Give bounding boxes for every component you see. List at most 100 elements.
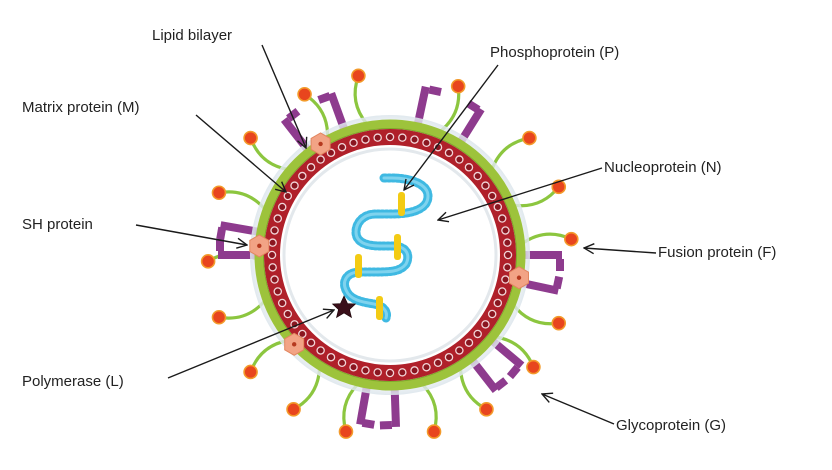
glycoprotein-head [479,402,494,417]
fusion-protein-head [317,92,332,104]
matrix-protein-dot [268,263,277,272]
fusion-protein-stem [219,221,261,237]
labels: Lipid bilayer Phosphoprotein (P) Matrix … [22,27,776,434]
matrix-protein-dot [337,142,347,152]
matrix-protein-dot [290,181,299,190]
matrix-protein-dot [361,135,370,144]
fusion-protein [216,221,261,240]
glycoprotein-stalk [353,74,369,126]
matrix-protein-dot [283,191,293,201]
glycoprotein-head [351,68,366,84]
glycoprotein-head [338,424,354,439]
matrix-protein-dot [481,320,490,329]
matrix-protein-dot [316,346,325,355]
glycoprotein-stalk [248,136,290,172]
matrix-protein-dot [497,214,507,223]
arrow-phosphoprotein [404,64,499,190]
matrix-protein-dot [503,263,512,272]
label-lipid-bilayer: Lipid bilayer [152,27,232,44]
fusion-protein [216,239,258,259]
phosphoprotein-3 [355,254,362,278]
fusion-protein-stem [218,251,258,259]
sh-protein-group [249,132,529,356]
matrix-protein-dot [501,226,510,235]
matrix-protein-dot [410,135,419,144]
polymerase-star [331,295,357,319]
label-glycoprotein: Glycoprotein (G) [616,417,726,434]
fusion-protein [522,251,564,271]
fusion-protein-stem [356,384,372,426]
glycoprotein-head [551,179,567,195]
matrix-protein-dot [433,142,443,152]
phosphoprotein-1 [398,192,405,216]
virion-envelope [250,115,530,395]
fusion-protein-stem [456,107,485,146]
fusion-protein-head [286,108,301,122]
matrix-protein-dot [503,238,512,247]
matrix-protein-dot [326,352,336,362]
fusion-protein-stem [468,356,500,394]
leader-lines [135,44,657,425]
fusion-protein-head [428,85,442,96]
fusion-protein-stem [390,386,401,428]
matrix-protein-dot [273,214,283,223]
fusion-protein-head [556,259,564,271]
matrix-protein-dot [349,362,358,372]
virion-interior [281,146,499,364]
fusion-protein-stem [522,251,562,259]
glycoprotein-head [564,231,579,247]
glycoprotein-head [211,185,227,201]
matrix-protein-dot [487,191,497,201]
matrix-protein-dot [316,155,325,164]
arrow-polymerase [167,310,334,379]
label-fusion-protein: Fusion protein (F) [658,244,776,261]
fusion-protein-head [493,377,509,391]
glycoprotein-head [551,315,567,331]
glycoprotein-head [297,87,312,102]
sh-protein-core [318,141,323,147]
glycoprotein-head [522,130,537,146]
matrix-protein-dot [273,287,283,296]
glycoprotein-head [243,130,258,146]
matrix-protein-dot [398,133,407,142]
matrix-protein-dot [433,358,443,368]
matrix-protein-dot [385,368,395,378]
fusion-protein [356,384,375,429]
glycoprotein-head [211,309,227,325]
fusion-protein-head [552,275,564,290]
matrix-protein-dot [373,368,382,377]
fusion-protein-head [379,421,393,430]
matrix-protein-dot [422,138,431,148]
arrow-fusion-protein [584,248,657,253]
matrix-protein-dot [267,250,277,260]
matrix-protein-dot [473,329,482,339]
glycoprotein-head [526,359,541,375]
matrix-protein-dot [270,275,279,284]
label-phosphoprotein: Phosphoprotein (P) [490,44,619,61]
label-polymerase: Polymerase (L) [22,373,124,390]
nucleocapsid [331,173,433,323]
matrix-protein-dot [455,155,464,164]
matrix-protein-dot [444,148,454,158]
matrix-protein-dot [373,133,382,142]
arrow-matrix-protein [195,114,286,192]
matrix-protein-dot [493,298,503,308]
glycoprotein-head [286,402,301,417]
label-sh-protein: SH protein [22,216,93,233]
label-nucleoprotein: Nucleoprotein (N) [604,159,722,176]
matrix-protein-dot [385,132,395,142]
sh-protein-core [291,342,297,347]
glycoprotein-stalk [511,185,561,208]
matrix-protein-dot [326,148,336,158]
fusion-protein-head [216,239,224,251]
label-matrix-protein: Matrix protein (M) [22,99,140,116]
matrix-protein-dot [501,275,510,284]
fusion-protein [317,92,349,133]
matrix-protein-dot [277,298,287,308]
matrix-protein-dot [270,226,279,235]
matrix-protein-dot [349,138,358,148]
matrix-protein-dot [337,358,347,368]
fusion-protein-head [216,226,227,240]
fusion-protein-head [506,364,521,380]
